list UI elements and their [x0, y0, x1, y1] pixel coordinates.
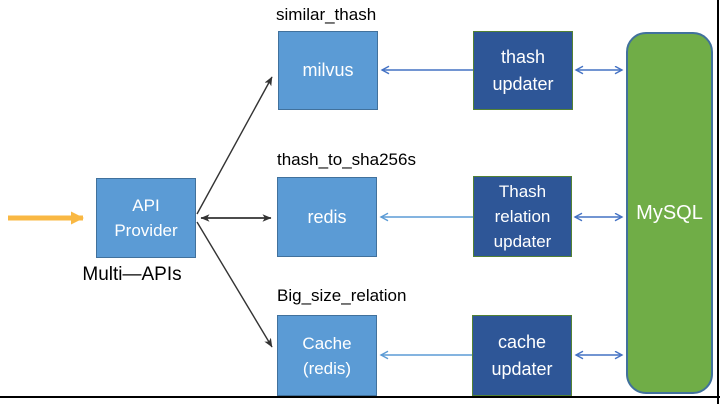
- node-cache-updater: cache updater: [472, 315, 572, 396]
- node-cache-redis-line2: (redis): [302, 358, 352, 378]
- node-thash-relation-updater-line1: Thash: [498, 182, 547, 201]
- node-milvus-label: milvus: [302, 60, 354, 80]
- node-thash-updater: thash updater: [473, 31, 573, 110]
- node-thash-relation-updater-line3: updater: [493, 232, 552, 251]
- node-redis: redis: [277, 177, 377, 257]
- label-similar-thash: similar_thash: [276, 5, 377, 24]
- node-redis-label: redis: [307, 206, 347, 227]
- frame-right-line: [717, 0, 719, 404]
- api-to-milvus-arrow: [196, 76, 273, 215]
- node-thash-relation-updater: Thash relation updater: [473, 176, 572, 257]
- node-mysql-label: MySQL: [636, 201, 703, 224]
- label-thash-to-sha256s: thash_to_sha256s: [277, 150, 416, 169]
- api-to-cache-arrow: [196, 221, 273, 348]
- node-cache-redis-line1: Cache: [302, 333, 352, 353]
- frame-bottom-line: [0, 396, 720, 398]
- node-cache-updater-line2: updater: [491, 358, 553, 379]
- node-thash-relation-updater-line2: relation: [494, 207, 551, 226]
- node-mysql: MySQL: [626, 32, 713, 394]
- node-cache-updater-line1: cache: [497, 331, 547, 352]
- node-api-provider: API Provider: [96, 178, 196, 258]
- node-milvus: milvus: [278, 31, 378, 110]
- node-api-provider-line2: Provider: [114, 221, 178, 240]
- node-cache-redis: Cache (redis): [277, 315, 377, 396]
- node-thash-updater-line2: updater: [492, 73, 554, 94]
- label-multi-apis: Multi—APIs: [82, 264, 182, 285]
- node-thash-updater-line1: thash: [500, 46, 546, 67]
- node-api-provider-line1: API: [132, 196, 160, 215]
- label-big-size-relation: Big_size_relation: [277, 286, 407, 305]
